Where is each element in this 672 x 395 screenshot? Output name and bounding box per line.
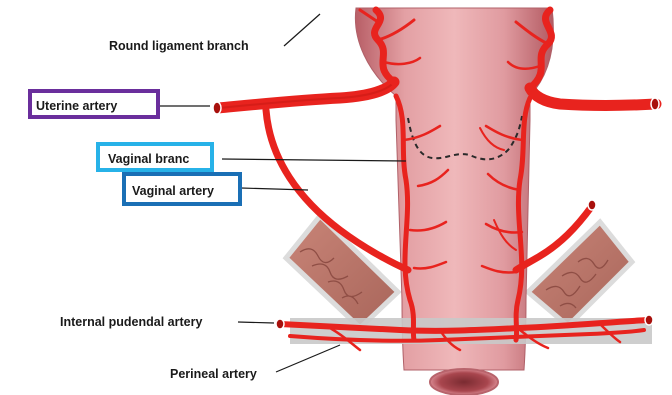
round-ligament-branch-label: Round ligament branch — [109, 40, 249, 53]
vaginal-branch-label: Vaginal branc — [108, 153, 189, 166]
vaginal-opening — [430, 369, 498, 395]
perineal-artery-label: Perineal artery — [170, 368, 257, 381]
vaginal-artery-label: Vaginal artery — [132, 185, 214, 198]
uterine-artery-label: Uterine artery — [36, 100, 117, 113]
vaginal-branch-box: Vaginal branc — [96, 142, 214, 172]
right-pelvic-muscle — [528, 222, 632, 326]
internal-pudendal-artery-label: Internal pudendal artery — [60, 316, 202, 329]
vaginal-artery-box: Vaginal artery — [122, 172, 242, 206]
uterine-artery-box: Uterine artery — [28, 89, 160, 119]
